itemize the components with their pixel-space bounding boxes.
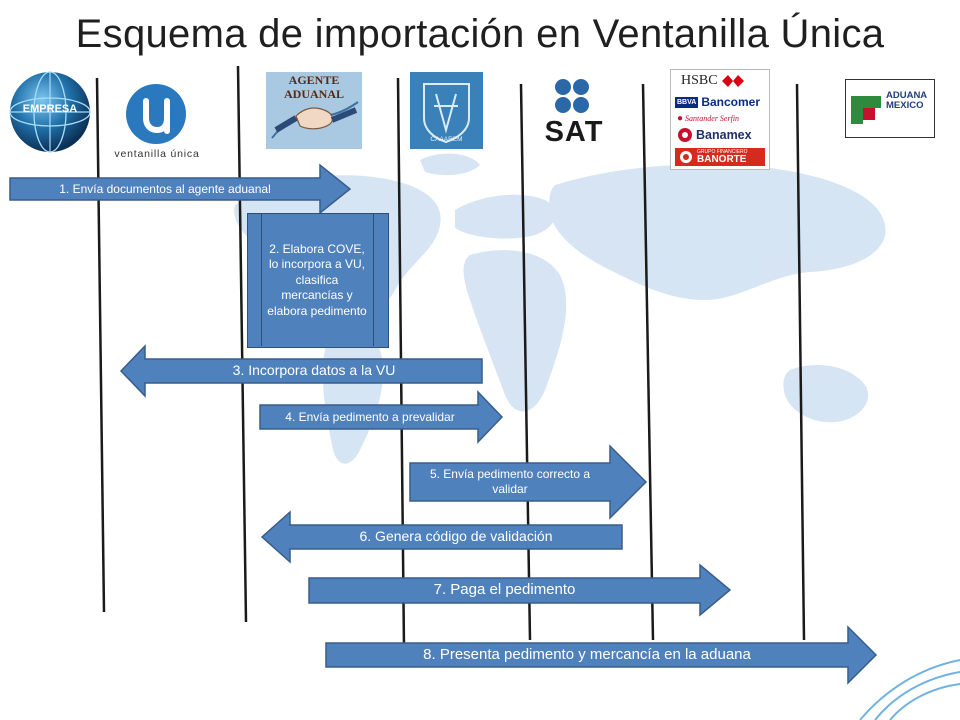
- banorte-label: BANORTE: [697, 154, 747, 165]
- lifeline-ventanilla: [236, 65, 248, 623]
- santander-logo: ● Santander Serfin: [677, 112, 769, 124]
- agente-aduanal-label: AGENTE ADUANAL: [266, 73, 362, 102]
- agente-label-line1: AGENTE: [288, 73, 340, 87]
- banorte-logo: GRUPO FINANCIERO BANORTE: [675, 148, 765, 166]
- banorte-sub-label: GRUPO FINANCIERO: [697, 149, 748, 155]
- caaarem-logo: CAAAREM: [410, 72, 483, 149]
- step-3-label: 3. Incorpora datos a la VU: [232, 362, 396, 379]
- banorte-icon: [680, 151, 692, 163]
- agente-label-line2: ADUANAL: [284, 86, 344, 101]
- sat-label: SAT: [544, 116, 604, 148]
- step-1-arrow: [9, 163, 352, 215]
- lifeline-sat: [641, 83, 655, 641]
- aduana-label: ADUANA MEXICO: [886, 90, 928, 112]
- aduana-mexico-logo: ADUANA MEXICO: [845, 79, 935, 138]
- caaarem-label: CAAAREM: [430, 136, 463, 143]
- step-6-label: 6. Genera código de validación: [359, 528, 553, 545]
- step-7-arrow: [308, 563, 732, 617]
- step-7-label: 7. Paga el pedimento: [433, 581, 576, 599]
- aduana-label-line1: ADUANA: [886, 90, 928, 101]
- step-2-process-box: 2. Elabora COVE, lo incorpora a VU, clas…: [247, 213, 389, 348]
- process-box-right-bar: [373, 213, 388, 346]
- handshake-icon: [266, 72, 362, 149]
- agente-aduanal-logo: AGENTE ADUANAL: [266, 72, 362, 149]
- banks-logo-panel: HSBC BBVA Bancomer ● Santander Serfin Ba…: [670, 69, 770, 170]
- step-3-arrow: [119, 344, 483, 398]
- lifeline-bancos: [795, 83, 806, 641]
- aduana-emblem-icon: [851, 96, 881, 124]
- flame-icon: ●: [677, 112, 684, 124]
- step-1-label: 1. Envía documentos al agente aduanal: [59, 181, 271, 196]
- banamex-icon: [678, 128, 692, 142]
- hsbc-hexagon-icon: [721, 75, 744, 87]
- process-box-left-bar: [247, 213, 262, 346]
- globe-icon: [9, 71, 91, 153]
- bbva-label: BBVA: [675, 96, 699, 108]
- sat-dots-icon: [555, 79, 589, 113]
- hsbc-logo: HSBC: [681, 73, 761, 89]
- process-box-body: [247, 213, 389, 348]
- sat-logo: SAT: [536, 78, 612, 148]
- step-2-label: 2. Elabora COVE, lo incorpora a VU, clas…: [267, 241, 367, 318]
- empresa-label: EMPRESA: [22, 103, 78, 115]
- step-5-label: 5. Envía pedimento correcto a validar: [429, 467, 591, 496]
- ventanilla-logo: ventanilla única: [104, 84, 210, 162]
- page-title: Esquema de importación en Ventanilla Úni…: [75, 12, 885, 56]
- step-8-label: 8. Presenta pedimento y mercancía en la …: [423, 645, 751, 663]
- bancomer-label: Bancomer: [701, 95, 761, 109]
- lifeline-empresa: [95, 77, 106, 613]
- step-5-arrow: [409, 444, 648, 520]
- step-4-arrow: [259, 390, 504, 444]
- step-4-label: 4. Envía pedimento a prevalidar: [285, 409, 455, 424]
- banamex-label: Banamex: [696, 128, 752, 142]
- hsbc-label: HSBC: [681, 73, 718, 88]
- step-6-arrow: [260, 510, 623, 564]
- banamex-logo: Banamex: [677, 126, 769, 144]
- aduana-label-line2: MEXICO: [886, 100, 924, 112]
- u-icon: [126, 84, 186, 144]
- caaarem-shield-icon: [410, 72, 483, 149]
- bancomer-logo: BBVA Bancomer: [675, 94, 767, 110]
- santander-label: Santander Serfin: [685, 113, 740, 123]
- empresa-logo: EMPRESA: [8, 70, 92, 154]
- ventanilla-label: ventanilla única: [114, 148, 200, 160]
- step-8-arrow: [325, 625, 878, 685]
